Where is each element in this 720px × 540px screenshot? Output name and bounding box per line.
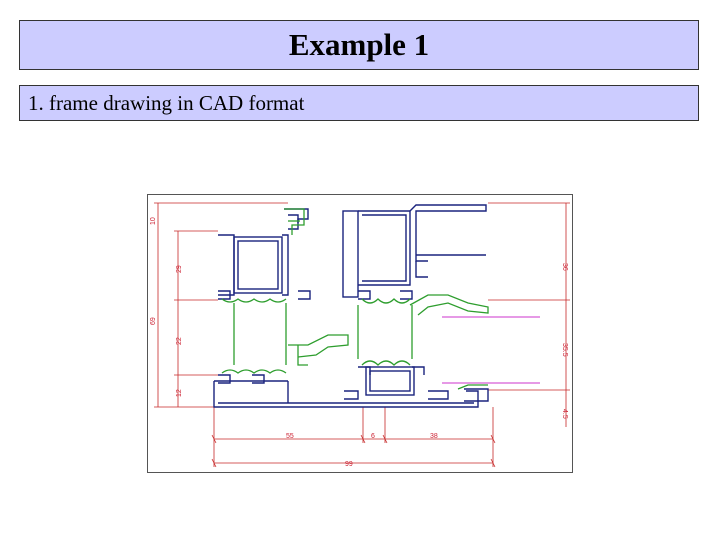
cad-frame-drawing: 10 29 69 22 12 36 35.5 4.5 55 6 38 99 (147, 194, 573, 473)
dimension-ticks (211, 434, 496, 468)
bullet-text: 1. frame drawing in CAD format (28, 90, 305, 115)
dim-label: 35.5 (561, 343, 568, 357)
dim-label: 10 (150, 217, 157, 225)
dim-label: 4.5 (561, 409, 568, 419)
bullet-box: 1. frame drawing in CAD format (19, 85, 699, 121)
dim-label: 36 (561, 263, 568, 271)
dim-label: 99 (345, 461, 353, 468)
dim-label: 29 (176, 265, 183, 273)
dim-label: 6 (371, 433, 375, 440)
frame-profile-blue (213, 204, 489, 408)
glass-lines (442, 316, 540, 384)
dimension-labels: 10 29 69 22 12 36 35.5 4.5 55 6 38 99 (150, 217, 568, 468)
dim-label: 69 (150, 317, 157, 325)
cad-drawing-canvas: 10 29 69 22 12 36 35.5 4.5 55 6 38 99 (150, 202, 570, 468)
dim-label: 12 (176, 389, 183, 397)
dimension-lines (154, 202, 570, 467)
dim-label: 38 (430, 433, 438, 440)
slide-title-text: Example 1 (288, 27, 430, 62)
dim-label: 22 (176, 337, 183, 345)
dim-label: 55 (286, 433, 294, 440)
slide-title: Example 1 (19, 20, 699, 70)
thermal-break-profile-green (221, 208, 489, 390)
